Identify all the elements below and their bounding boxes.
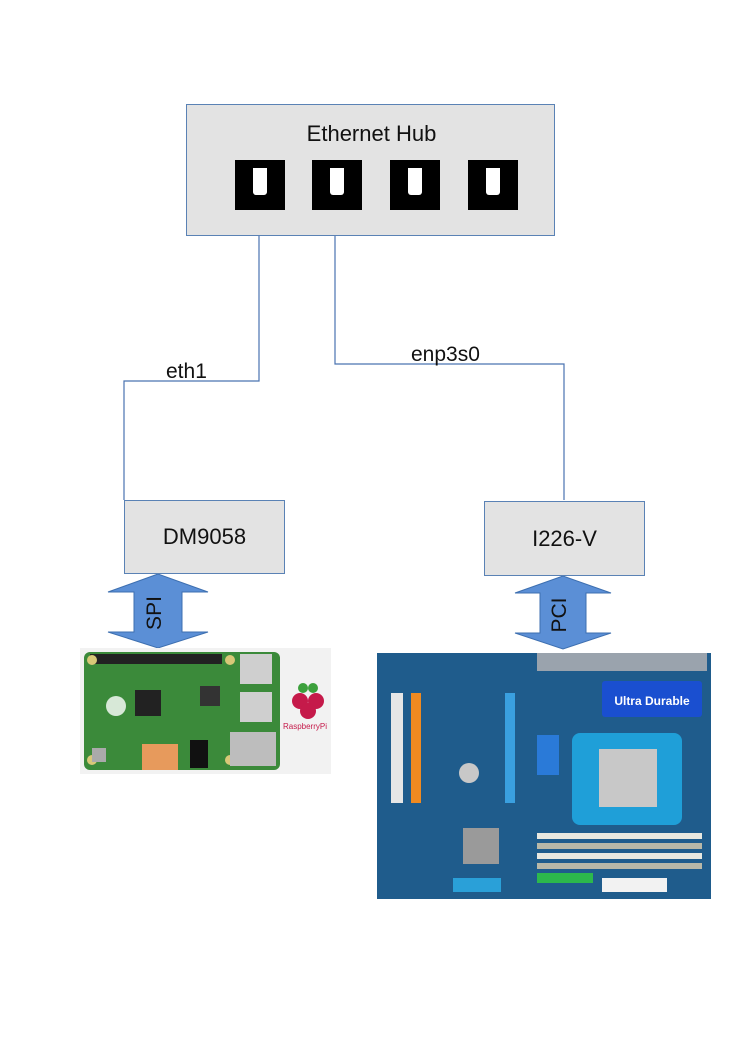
- dm9058-box: DM9058: [124, 500, 285, 574]
- hub-port-4: [468, 160, 518, 210]
- label-enp3s0: enp3s0: [411, 343, 480, 366]
- motherboard-icon: [377, 653, 711, 899]
- dm9058-label: DM9058: [162, 524, 247, 549]
- label-eth1: eth1: [166, 360, 207, 383]
- hub-port-1: [235, 160, 285, 210]
- raspberry-pi-board-icon: [84, 652, 324, 770]
- hub-title: Ethernet Hub: [306, 121, 437, 146]
- hub-port-2: [312, 160, 362, 210]
- ethernet-hub: Ethernet Hub: [186, 104, 555, 236]
- wire-enp3s0: [334, 208, 565, 500]
- motherboard-image: Ultra Durable: [377, 653, 711, 899]
- ultra-durable-banner: Ultra Durable: [614, 694, 690, 708]
- i226v-box: I226-V: [484, 501, 645, 576]
- wire-eth1: [123, 208, 260, 500]
- spi-label: SPI: [143, 596, 166, 630]
- hub-port-3: [390, 160, 440, 210]
- raspberrypi-logo-text: RaspberryPi: [282, 722, 327, 731]
- pci-label: PCI: [548, 597, 571, 633]
- i226v-label: I226-V: [532, 525, 597, 551]
- pci-arrow: [514, 575, 612, 650]
- raspberry-pi-image: RaspberryPi: [80, 648, 331, 774]
